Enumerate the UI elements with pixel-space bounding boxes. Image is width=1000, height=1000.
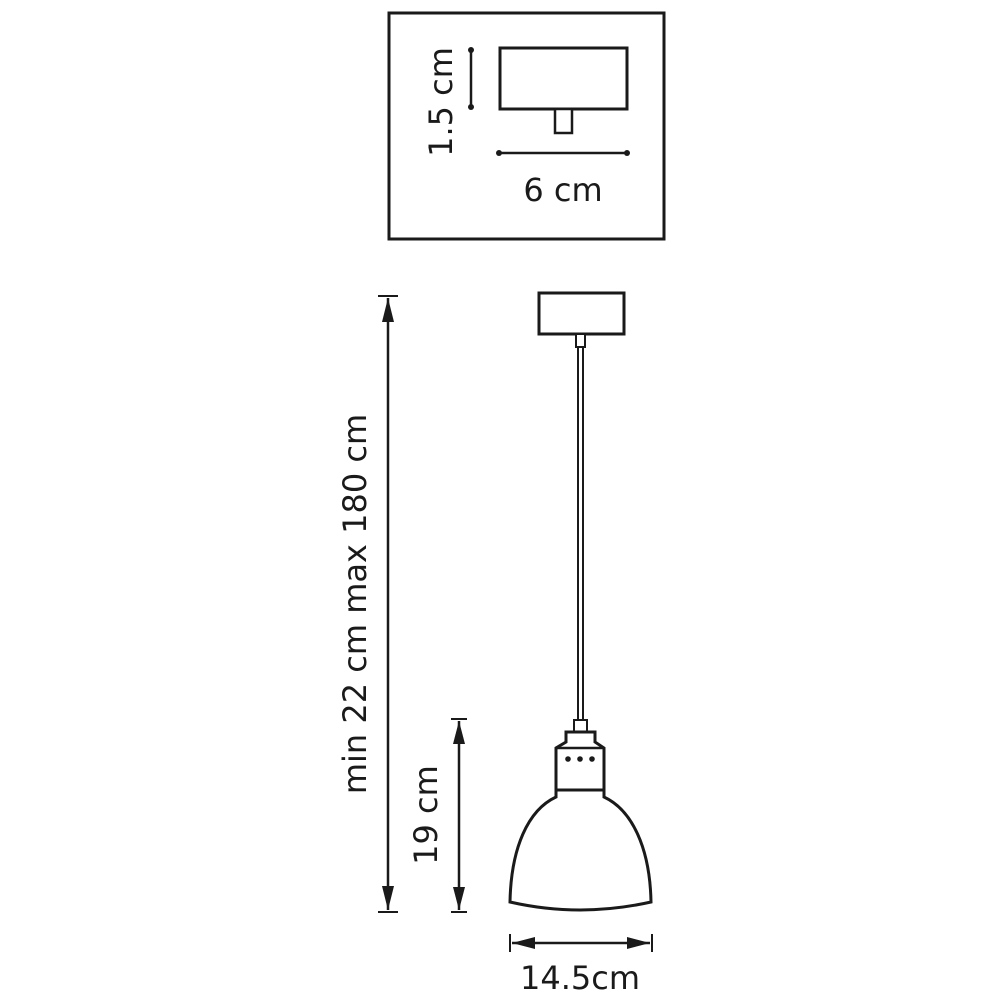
lamp-shade [508, 788, 653, 912]
suspension-length-dimension-line [378, 295, 398, 913]
canopy-height-label: 1.5 cm [422, 47, 460, 157]
suspension-cord [577, 347, 584, 720]
inset-canopy-box [498, 46, 629, 111]
shade-height-dimension-line [451, 718, 467, 913]
shade-width-dimension-line [509, 934, 653, 952]
shade-width-label: 14.5cm [520, 959, 640, 997]
inset-canopy-connector [553, 107, 574, 135]
cord-grip [575, 333, 586, 348]
vent-holes [565, 756, 595, 762]
shade-height-label: 19 cm [407, 765, 445, 865]
suspension-length-label: min 22 cm max 180 cm [336, 414, 374, 794]
ceiling-canopy [537, 291, 626, 336]
pendant-lamp [508, 291, 653, 912]
lower-cord-grip [573, 719, 588, 733]
canopy-width-dimension-line [496, 150, 630, 156]
canopy-detail-inset: 1.5 cm 6 cm [387, 11, 666, 241]
canopy-height-dimension-line [468, 47, 474, 110]
inset-frame [387, 11, 666, 241]
canopy-width-label: 6 cm [523, 171, 602, 209]
